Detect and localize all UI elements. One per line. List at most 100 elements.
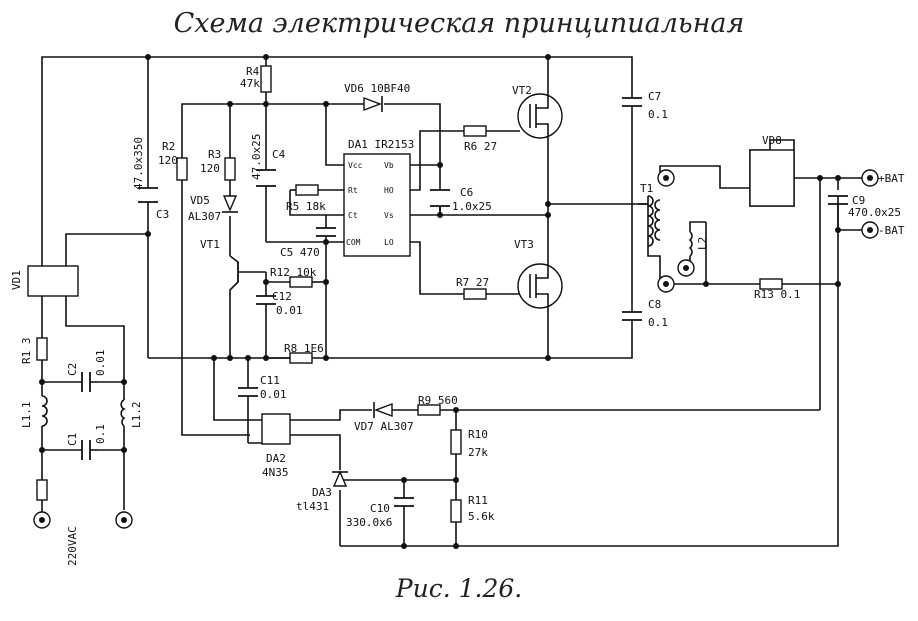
vd5-label: VD5: [190, 194, 210, 207]
r1-body: [36, 337, 48, 361]
r7-label: R7 27: [456, 276, 489, 289]
da2-body: [261, 413, 291, 445]
vt1-label: VT1: [200, 238, 220, 251]
resistors: [36, 65, 783, 523]
c12-value: 0.01: [276, 304, 303, 317]
pin-rt: Rt: [348, 186, 358, 195]
fuse-body: [36, 479, 48, 501]
c1-value: 0.1: [94, 424, 107, 444]
c8-value: 0.1: [648, 316, 668, 329]
r4-value: 47k: [240, 77, 260, 90]
c7-label: C7: [648, 90, 661, 103]
vd8-body: [749, 149, 795, 207]
r6-body: [463, 125, 487, 137]
c7-value: 0.1: [648, 108, 668, 121]
r3-label: R3: [208, 148, 221, 161]
r4-body: [260, 65, 272, 93]
c11-value: 0.01: [260, 388, 287, 401]
c11-label: C11: [260, 374, 280, 387]
c12-label: C12: [272, 290, 292, 303]
r9-label: R9 560: [418, 394, 458, 407]
r1-label: R1 3: [20, 338, 33, 365]
l12-label: L1.2: [130, 402, 143, 429]
r11-value: 5.6k: [468, 510, 495, 523]
da3-value: tl431: [296, 500, 329, 513]
t1-label: T1: [640, 182, 653, 195]
pin-ct: Ct: [348, 211, 358, 220]
bat-minus-label: -BAT: [878, 224, 905, 237]
c2-value: 0.01: [94, 350, 107, 377]
r11-body: [450, 499, 462, 523]
bat-plus-label: +BAT: [878, 172, 905, 185]
transistors: [237, 88, 563, 312]
r13-label: R13 0.1: [754, 288, 800, 301]
r10-label: R10: [468, 428, 488, 441]
ic-blocks: [27, 149, 795, 445]
r12-label: R12 10k: [270, 266, 317, 279]
pin-ho: HO: [384, 186, 394, 195]
r2-body: [176, 157, 188, 181]
vd6-label: VD6 10BF40: [344, 82, 410, 95]
da1-body: [343, 153, 411, 257]
da3-label: DA3: [312, 486, 332, 499]
r4-label: R4: [246, 65, 260, 78]
vd1-label: VD1: [10, 270, 23, 290]
c10-label: C10: [370, 502, 390, 515]
vd8-label: VD8: [762, 134, 782, 147]
c9-value: 470.0x25: [848, 206, 901, 219]
pin-vcc: Vcc: [348, 161, 363, 170]
r3-body: [224, 157, 236, 181]
r2-label: R2: [162, 140, 175, 153]
vd7-label: VD7 AL307: [354, 420, 414, 433]
r11-label: R11: [468, 494, 488, 507]
c6-value: 1.0x25: [452, 200, 492, 213]
r6-label: R6 27: [464, 140, 497, 153]
r8-body: [289, 352, 313, 364]
ac-label: 220VAC: [66, 526, 79, 566]
diodes: [222, 96, 775, 487]
da1-label: DA1 IR2153: [348, 138, 414, 151]
vd1-body: [27, 265, 79, 297]
r5-label: R5 18k: [286, 200, 326, 213]
vt2-label: VT2: [512, 84, 532, 97]
da2-value: 4N35: [262, 466, 289, 479]
l11-label: L1.1: [20, 402, 33, 429]
c10-value: 330.0x6: [346, 516, 392, 529]
c6-label: C6: [460, 186, 473, 199]
wires: [41, 56, 870, 547]
c3-label: C3: [156, 208, 169, 221]
c5-label: C5 470: [280, 246, 320, 259]
r8-label: R8 1E6: [284, 342, 324, 355]
pin-lo: LO: [384, 238, 394, 247]
r12-body: [289, 276, 313, 288]
r5-body: [295, 184, 319, 196]
c8-label: C8: [648, 298, 661, 311]
r9-body: [417, 404, 441, 416]
c2-label: C2: [66, 363, 79, 376]
vt3-label: VT3: [514, 238, 534, 251]
c4-value: 47.0x25: [250, 134, 263, 180]
c3-value: 47.0x350: [132, 137, 145, 190]
r3-value: 120: [200, 162, 220, 175]
r2-value: 120: [158, 154, 178, 167]
c1-label: C1: [66, 433, 79, 446]
c4-label: C4: [272, 148, 286, 161]
r13-body: [759, 278, 783, 290]
pin-vb: Vb: [384, 161, 394, 170]
pin-com: COM: [346, 238, 361, 247]
pin-vs: Vs: [384, 211, 394, 220]
r10-value: 27k: [468, 446, 488, 459]
junctions: [39, 54, 841, 549]
figure-caption: Рис. 1.26.: [395, 574, 523, 603]
r10-body: [450, 429, 462, 455]
l2-label: L2: [696, 237, 709, 250]
capacitors: [81, 97, 848, 507]
c9-label: C9: [852, 194, 865, 207]
vd5-value: AL307: [188, 210, 221, 223]
da2-label: DA2: [266, 452, 286, 465]
terminals: [33, 169, 879, 529]
r7-body: [463, 288, 487, 300]
diagram-title: Схема электрическая принципиальная: [173, 8, 745, 39]
inductors: [41, 195, 693, 427]
